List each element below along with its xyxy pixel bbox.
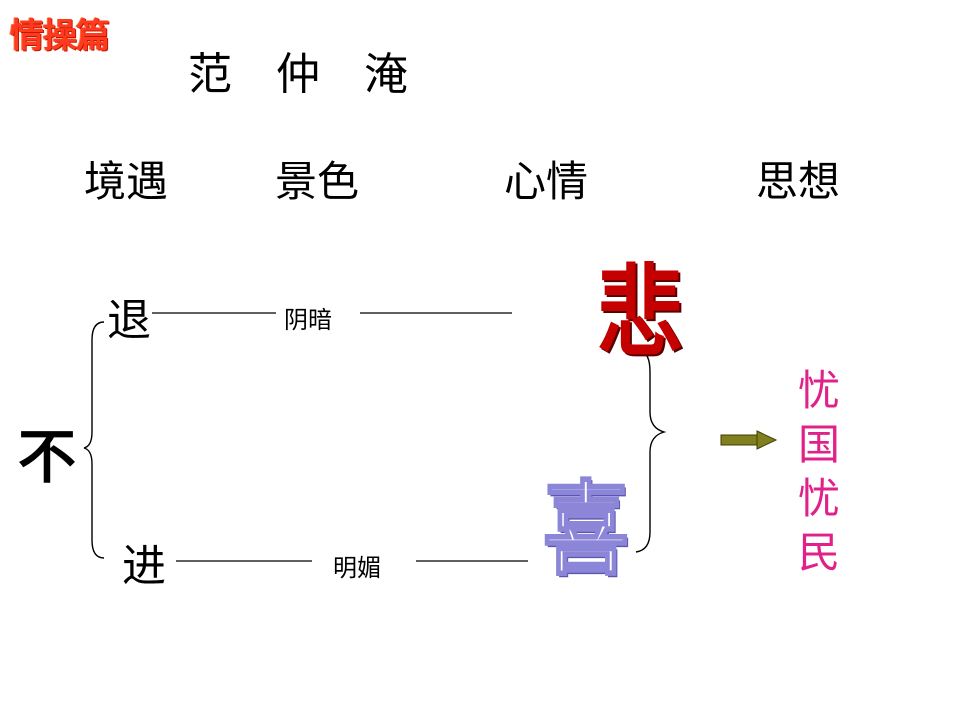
situation-retreat: 退	[107, 295, 151, 346]
mood-sad: 悲	[597, 255, 683, 371]
right-brace	[635, 351, 667, 553]
title-char: 淹	[364, 49, 412, 100]
mood-joy: 喜	[542, 472, 630, 590]
title-char: 范	[188, 49, 236, 100]
root-node: 不	[18, 423, 77, 491]
scenery-gloomy: 阴暗	[284, 306, 332, 334]
scenery-bright: 明媚	[333, 554, 381, 582]
section-badge: 情操篇	[10, 16, 110, 56]
column-header-mood: 心情	[504, 157, 589, 206]
column-header-scenery: 景色	[275, 157, 360, 206]
column-header-thought: 思想	[756, 157, 841, 206]
page-title: 范仲淹	[188, 38, 412, 102]
column-header-situation: 境遇	[84, 157, 169, 206]
left-brace	[83, 321, 105, 559]
title-char: 仲	[276, 49, 324, 100]
situation-advance: 进	[122, 541, 166, 592]
conclusion-thought: 忧国忧民	[797, 366, 840, 577]
right-arrow-icon	[720, 430, 778, 450]
